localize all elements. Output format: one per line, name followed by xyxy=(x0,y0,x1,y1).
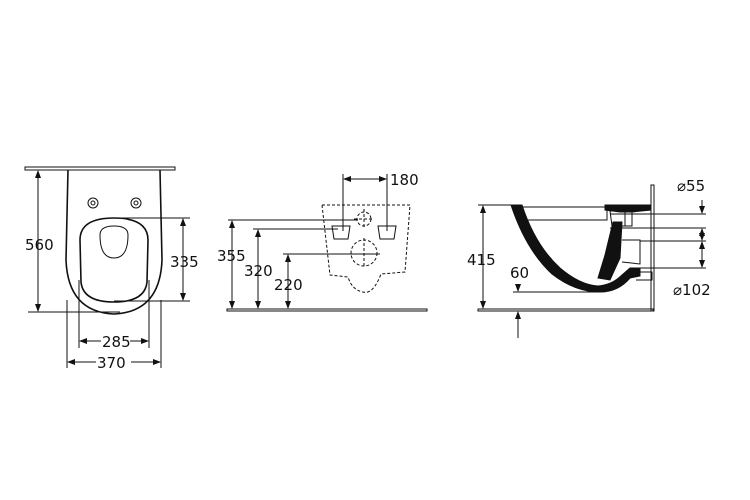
floor-line xyxy=(226,308,428,312)
dim-285: 285 xyxy=(102,333,131,351)
outlet-connector xyxy=(621,239,653,281)
dim-diameter-55: ⌀55 xyxy=(677,177,705,195)
dim-415: 415 xyxy=(467,251,496,269)
bolt-bracket-right xyxy=(377,225,397,240)
bowl-rim-outline xyxy=(522,206,608,221)
dim-diameter-102: ⌀102 xyxy=(673,281,711,299)
bolt-bracket-left xyxy=(331,225,351,240)
trapway xyxy=(597,221,623,281)
wall-line xyxy=(650,184,655,312)
dim-560: 560 xyxy=(25,236,54,254)
rear-view: 180 355 320 220 xyxy=(217,171,428,312)
side-view: 415 60 ⌀55 ⌀102 xyxy=(467,177,711,338)
seat-outline xyxy=(79,217,149,303)
foot-support xyxy=(544,257,561,271)
bowl-outline xyxy=(65,169,163,315)
dim-180: 180 xyxy=(390,171,419,189)
dim-335: 335 xyxy=(170,253,199,271)
mounting-frame-outline xyxy=(321,204,411,293)
fixing-bolt-right xyxy=(130,197,142,209)
dim-60: 60 xyxy=(510,264,529,282)
front-view: 560 335 285 370 xyxy=(24,166,199,372)
seat-opening xyxy=(99,225,129,259)
fixing-bolt-left xyxy=(87,197,99,209)
dim-220: 220 xyxy=(274,276,303,294)
dim-370: 370 xyxy=(97,354,126,372)
dim-355: 355 xyxy=(217,247,246,265)
wall-plate xyxy=(24,166,176,171)
floor-line xyxy=(477,308,654,312)
dim-320: 320 xyxy=(244,262,273,280)
